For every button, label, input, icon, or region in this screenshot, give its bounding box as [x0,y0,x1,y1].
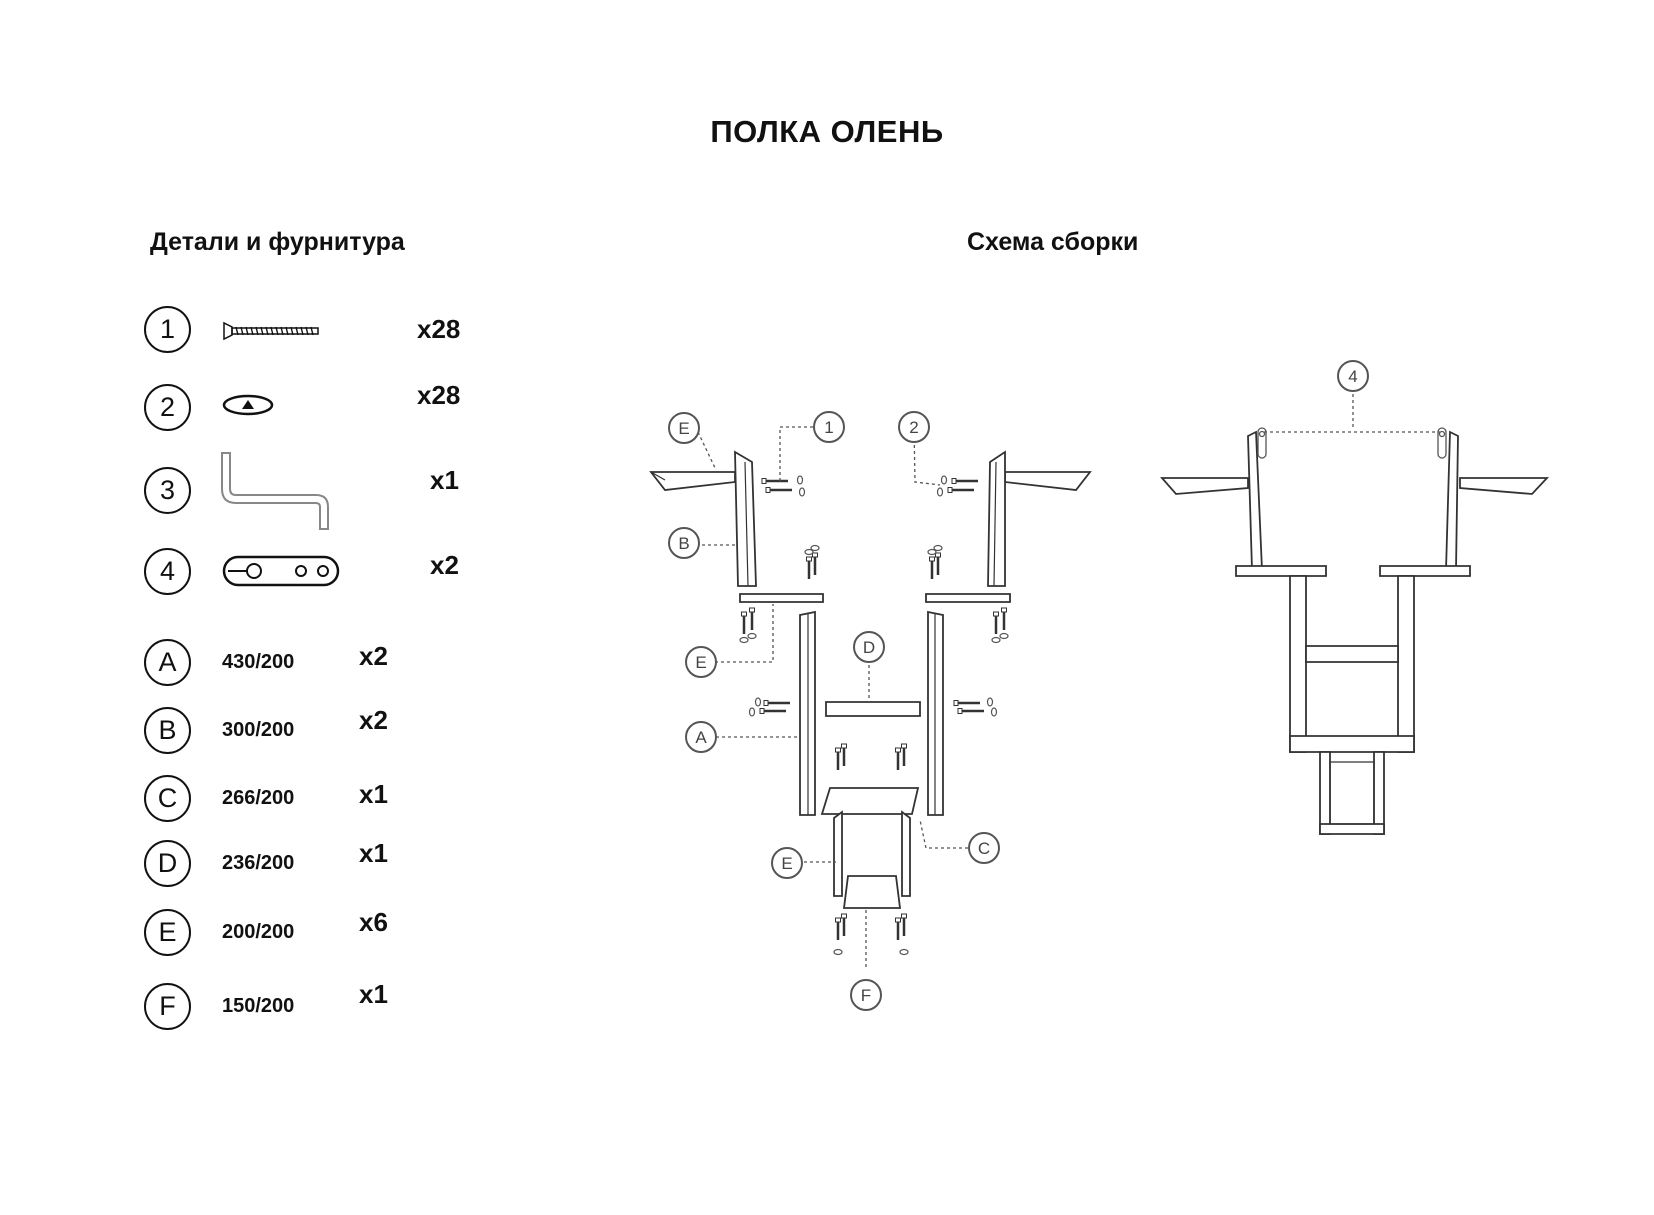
panel-letter: E [144,909,191,956]
hardware-row-1: 1 x28 [0,304,560,360]
right-side-panel-b [987,450,1006,587]
panel-qty: x1 [359,979,388,1009]
panel-row-c: C 266/200 x1 [0,773,560,829]
callout-circles [668,360,1369,1011]
panel-size: 266/200 [222,787,295,809]
shelf-c [820,787,920,815]
panel-qty: x6 [359,907,388,937]
assembled-right-upright [1397,575,1415,753]
panel-letter: C [144,775,191,822]
parts-section-title: Детали и фурнитура [150,228,405,256]
left-mid-shelf-e [739,593,824,603]
assembly-section-title: Схема сборки [967,228,1139,256]
hardware-number: 3 [144,467,191,514]
panel-row-b: B 300/200 x2 [0,705,560,761]
assembled-lower-right [1373,751,1385,835]
assembled-lower-left [1319,751,1331,835]
hardware-qty: x1 [430,465,459,495]
assembled-bottom-f [1319,823,1385,835]
hanging-bracket-icon [222,555,340,587]
assembled-left-upright [1289,575,1307,753]
hardware-qty: x2 [430,550,459,580]
assembled-brackets [1257,427,1447,459]
callout-leaders [697,394,1440,967]
hardware-row-3: 3 x1 [0,452,560,530]
callout-label-b: B [678,534,689,553]
exploded-caps [739,475,1009,956]
hardware-number: 1 [144,306,191,353]
callout-label-a: A [695,728,707,747]
hex-key-icon [221,452,329,530]
panel-row-f: F 150/200 x1 [0,979,560,1037]
assembled-top-right-shelf [1459,477,1550,495]
callout-label-e-mid: E [695,653,706,672]
callout-label-f: F [861,986,871,1005]
callout-label-4: 4 [1348,367,1357,386]
page-title: ПОЛКА ОЛЕНЬ [710,114,944,149]
panel-letter: F [144,983,191,1030]
left-side-panel-b [734,450,757,587]
callout-labels: E 1 2 B E D A C E F 4 [678,367,1357,1005]
panel-qty: x1 [359,779,388,809]
assembled-right-side [1445,430,1459,571]
assembled-top-left-shelf [1160,477,1249,495]
panel-size: 236/200 [222,852,295,874]
callout-label-e-low: E [781,854,792,873]
screw-cap-icon [222,394,274,416]
panel-qty: x2 [359,641,388,671]
hardware-qty: x28 [417,380,461,410]
panel-row-e: E 200/200 x6 [0,907,560,963]
panel-qty: x1 [359,838,388,868]
panel-size: 300/200 [222,719,295,741]
callout-label-2: 2 [909,418,918,437]
lower-left-panel-e [833,810,843,897]
hardware-row-4: 4 x2 [0,546,560,602]
screw-icon [223,321,319,341]
panel-letter: B [144,707,191,754]
shelf-d [825,701,921,717]
callout-label-e-top: E [678,419,689,438]
panel-row-d: D 236/200 x1 [0,838,560,894]
lower-right-panel-e [901,810,911,897]
hardware-number: 4 [144,548,191,595]
right-mid-shelf-e [925,593,1011,603]
bottom-shelf-f [842,875,902,909]
panel-size: 150/200 [222,995,295,1017]
hardware-number: 2 [144,384,191,431]
assembled-left-mid-shelf [1235,565,1327,577]
panel-qty: x2 [359,705,388,735]
top-right-shelf-e [1004,471,1092,491]
top-left-shelf-e [649,471,736,491]
panel-letter: A [144,639,191,686]
hardware-qty: x28 [417,314,461,344]
panel-row-a: A 430/200 x2 [0,637,560,693]
panel-size: 430/200 [222,651,295,673]
assembled-left-side [1247,430,1263,571]
assembled-shelf-c [1289,735,1415,753]
assembled-right-mid-shelf [1379,565,1471,577]
callout-label-d: D [863,638,875,657]
hardware-row-2: 2 x28 [0,380,560,438]
assembled-shelf-d [1305,645,1399,663]
panel-letter: D [144,840,191,887]
callout-label-c: C [978,839,990,858]
panel-size: 200/200 [222,921,295,943]
callout-label-1: 1 [824,418,833,437]
